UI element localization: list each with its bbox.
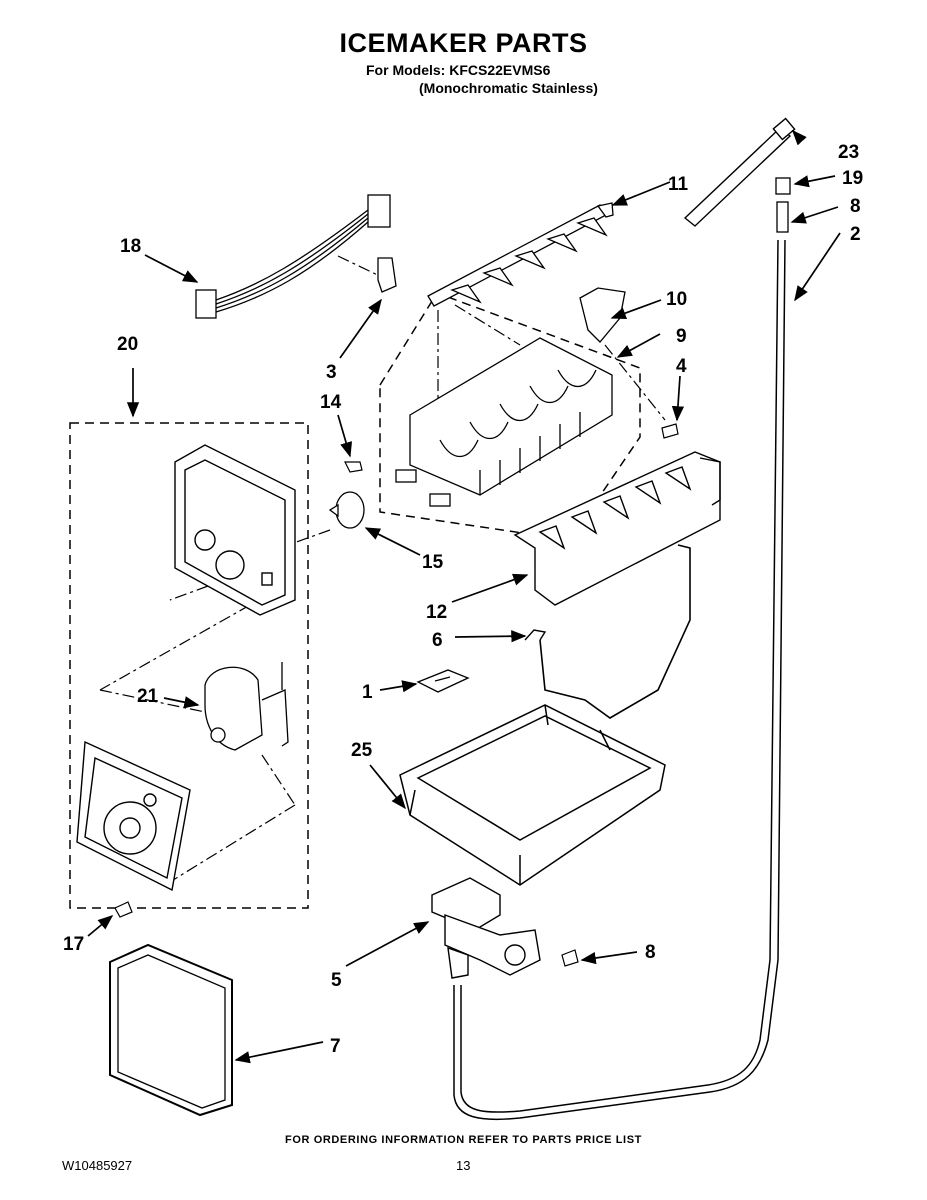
callout-23: 23: [838, 142, 859, 163]
leader-lines: [87, 129, 841, 1064]
callout-2: 2: [850, 224, 861, 245]
callout-9: 9: [676, 326, 687, 347]
icemaker-mold: [395, 337, 613, 507]
document-number: W10485927: [62, 1158, 133, 1173]
callout-18: 18: [120, 236, 141, 257]
wire-harness: [195, 194, 391, 319]
ejector: [427, 202, 614, 307]
callout-14: 14: [320, 392, 342, 413]
callout-5: 5: [331, 970, 342, 991]
valve-cover: [109, 943, 233, 1117]
callout-8-lower: 8: [645, 942, 656, 963]
callout-3: 3: [326, 362, 337, 383]
callout-7: 7: [330, 1036, 341, 1057]
callout-8-upper: 8: [850, 196, 861, 217]
motor: [204, 662, 289, 751]
screw-17: [114, 901, 133, 918]
front-cover: [513, 451, 721, 606]
callout-17: 17: [63, 934, 84, 955]
clip: [377, 257, 397, 293]
variant-line: (Monochromatic Stainless): [419, 80, 598, 96]
callout-20: 20: [117, 334, 138, 355]
water-tubing: [453, 239, 786, 1121]
models-line: For Models: KFCS22EVMS6: [366, 62, 551, 78]
callout-4: 4: [676, 356, 687, 377]
grommet: [775, 177, 791, 195]
callout-12: 12: [426, 602, 447, 623]
fitting: [776, 201, 789, 233]
water-valve: [431, 877, 541, 979]
callout-25: 25: [351, 740, 373, 761]
callout-6: 6: [432, 630, 443, 651]
callout-21: 21: [137, 686, 159, 707]
callout-1: 1: [362, 682, 373, 703]
fill-tube: [683, 117, 796, 227]
screw-4: [661, 423, 679, 439]
screw-8-lower: [561, 949, 579, 967]
ice-bucket: [399, 704, 666, 886]
control-module: [174, 444, 296, 616]
cover-plate: [76, 740, 191, 892]
callout-15: 15: [422, 552, 444, 573]
callout-11: 11: [668, 174, 689, 195]
ordering-note: FOR ORDERING INFORMATION REFER TO PARTS …: [285, 1134, 642, 1146]
callout-10: 10: [666, 289, 687, 310]
wire-link: [524, 629, 547, 641]
thermostat: [328, 491, 365, 529]
assembly-box-20: [69, 422, 309, 909]
page-title: ICEMAKER PARTS: [339, 28, 588, 58]
part-label-1: [416, 669, 470, 693]
thermostat-clip: [344, 461, 363, 473]
wire-shutoff-arm: [539, 544, 691, 719]
callout-19: 19: [842, 168, 863, 189]
page-number: 13: [456, 1158, 471, 1173]
